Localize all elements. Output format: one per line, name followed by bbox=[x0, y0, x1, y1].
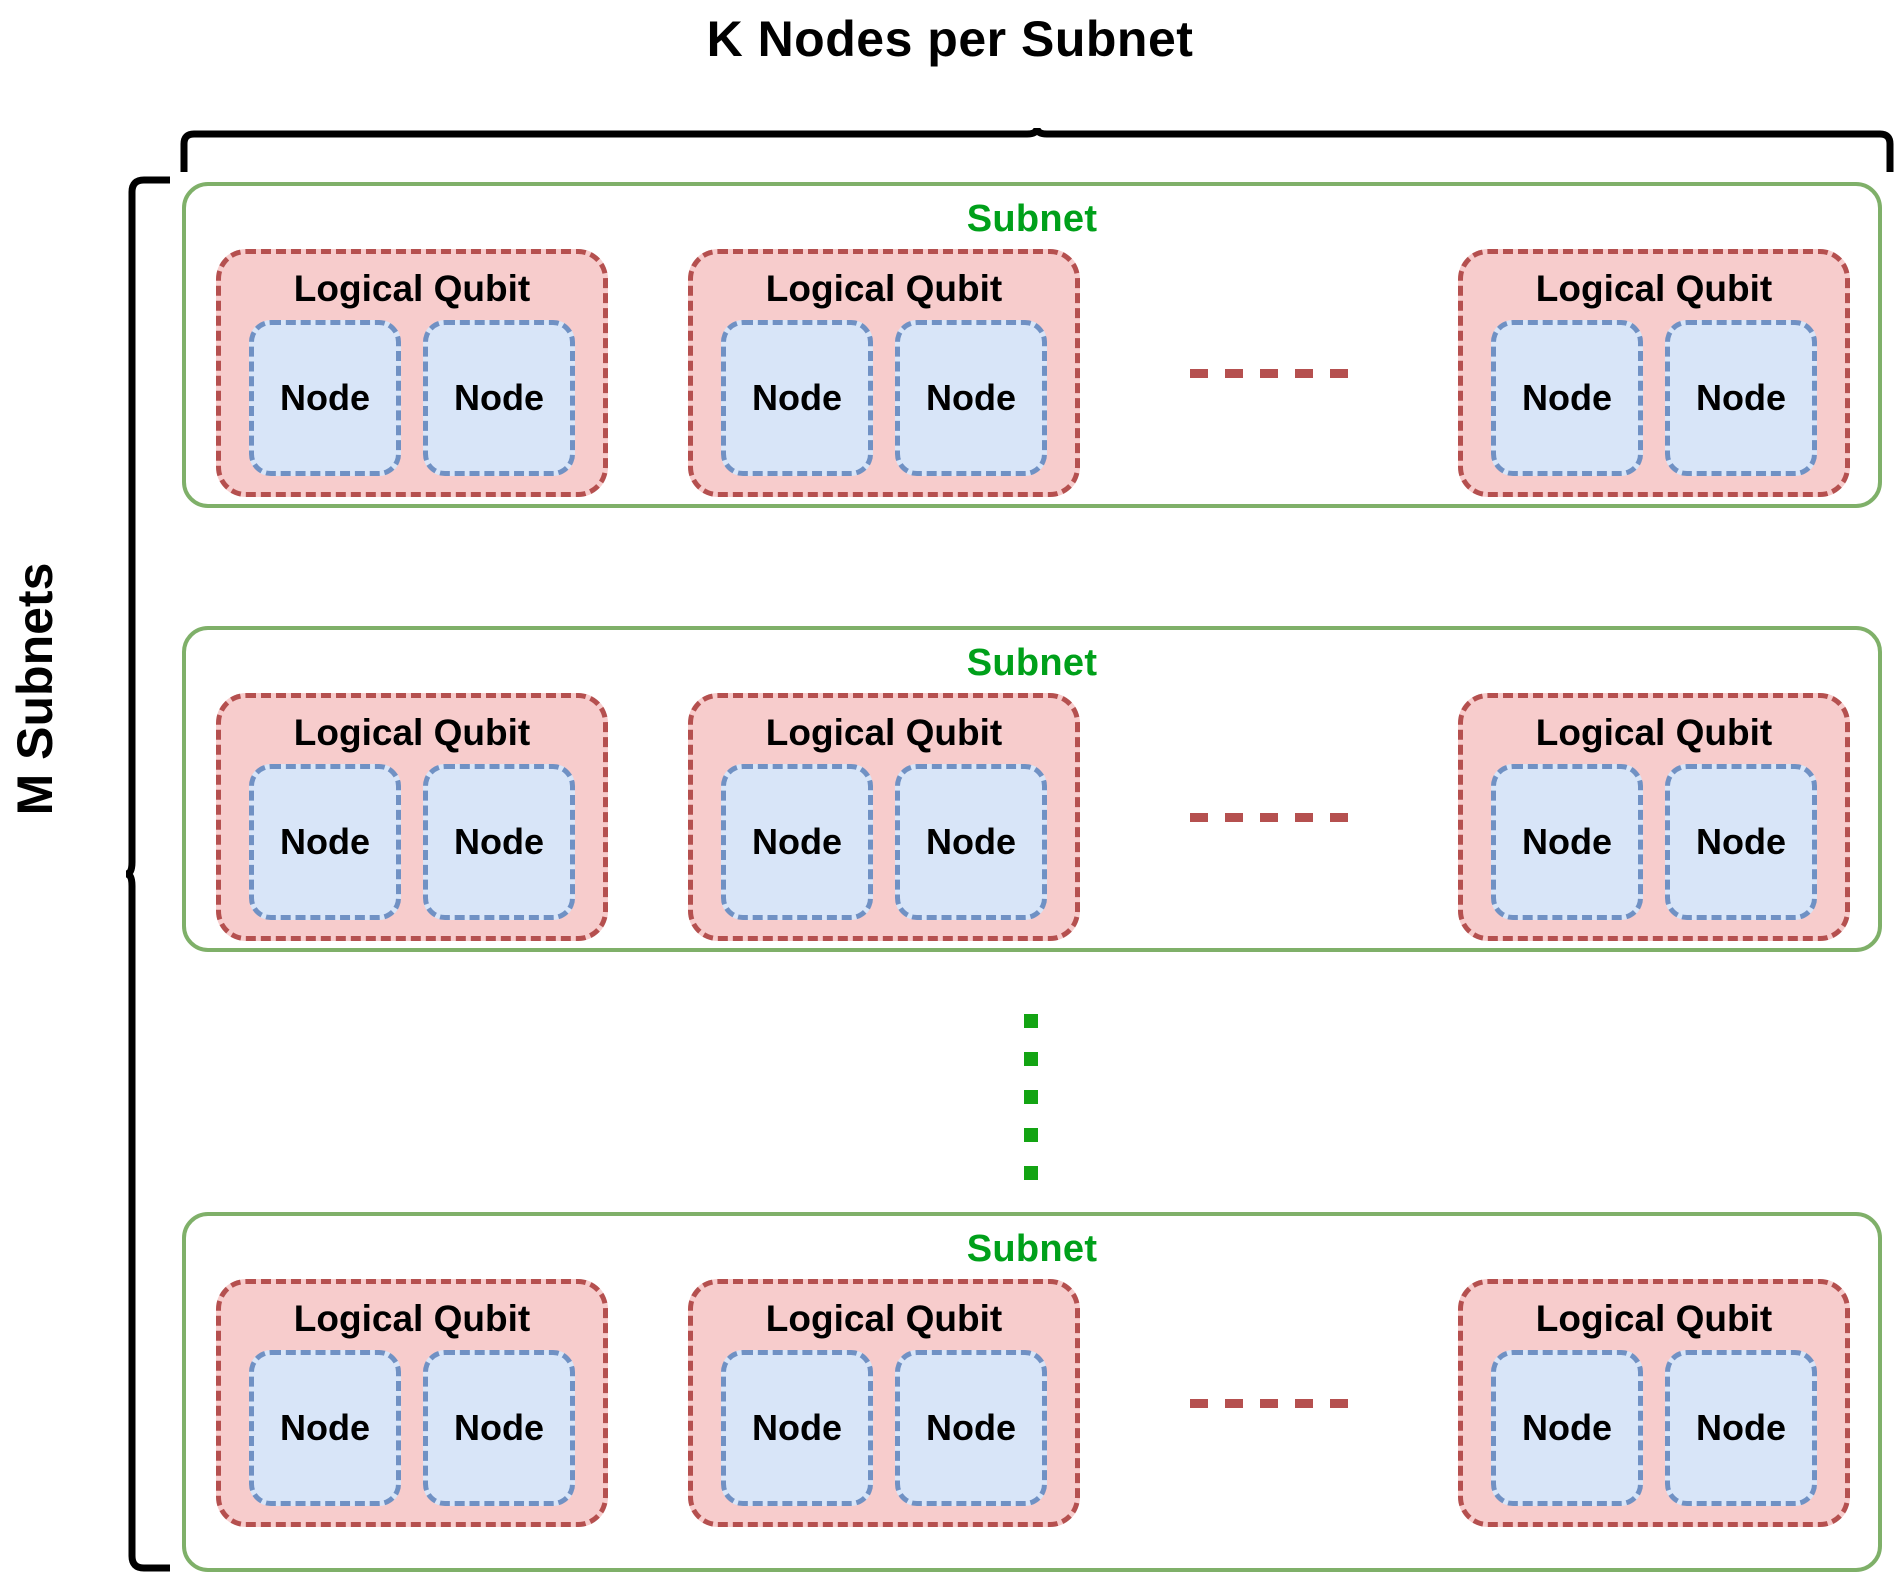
node-box: Node bbox=[1491, 320, 1643, 476]
logical-qubit-box: Logical Qubit Node Node bbox=[1458, 249, 1850, 497]
left-brace-icon bbox=[126, 176, 170, 1572]
node-box: Node bbox=[1665, 320, 1817, 476]
node-row: Node Node bbox=[221, 764, 603, 936]
logical-qubit-title: Logical Qubit bbox=[1535, 1298, 1773, 1339]
subnet-title: Subnet bbox=[966, 1228, 1098, 1270]
logical-qubit-box: Logical Qubit Node Node bbox=[216, 693, 608, 941]
subnet-row-2: Subnet Logical Qubit Node Node Logical Q… bbox=[182, 626, 1882, 952]
logical-qubit-title: Logical Qubit bbox=[765, 1298, 1003, 1339]
horizontal-ellipsis-icon bbox=[1190, 1398, 1348, 1408]
top-brace-icon bbox=[180, 128, 1894, 172]
node-box: Node bbox=[249, 1350, 401, 1506]
node-row: Node Node bbox=[693, 320, 1075, 492]
subnet-row-3: Subnet Logical Qubit Node Node Logical Q… bbox=[182, 1212, 1882, 1572]
vertical-ellipsis-icon bbox=[1024, 1014, 1038, 1180]
logical-qubit-box: Logical Qubit Node Node bbox=[688, 249, 1080, 497]
subnet-title: Subnet bbox=[966, 198, 1098, 240]
node-box: Node bbox=[249, 320, 401, 476]
node-box: Node bbox=[249, 764, 401, 920]
k-nodes-per-subnet-label: K Nodes per Subnet bbox=[706, 11, 1194, 67]
logical-qubit-box: Logical Qubit Node Node bbox=[688, 1279, 1080, 1527]
node-row: Node Node bbox=[221, 1350, 603, 1522]
horizontal-ellipsis-icon bbox=[1190, 368, 1348, 378]
logical-qubit-title: Logical Qubit bbox=[765, 268, 1003, 309]
logical-qubit-title: Logical Qubit bbox=[293, 1298, 531, 1339]
node-row: Node Node bbox=[693, 764, 1075, 936]
logical-qubit-box: Logical Qubit Node Node bbox=[1458, 1279, 1850, 1527]
node-row: Node Node bbox=[693, 1350, 1075, 1522]
horizontal-ellipsis-container bbox=[1080, 249, 1458, 497]
node-box: Node bbox=[895, 320, 1047, 476]
logical-qubit-box: Logical Qubit Node Node bbox=[1458, 693, 1850, 941]
node-row: Node Node bbox=[1463, 764, 1845, 936]
node-row: Node Node bbox=[1463, 320, 1845, 492]
logical-qubit-title: Logical Qubit bbox=[1535, 268, 1773, 309]
node-box: Node bbox=[423, 1350, 575, 1506]
logical-qubit-box: Logical Qubit Node Node bbox=[216, 249, 608, 497]
node-box: Node bbox=[1665, 1350, 1817, 1506]
node-box: Node bbox=[721, 1350, 873, 1506]
logical-qubit-box: Logical Qubit Node Node bbox=[216, 1279, 608, 1527]
node-box: Node bbox=[1491, 1350, 1643, 1506]
node-box: Node bbox=[895, 1350, 1047, 1506]
horizontal-ellipsis-icon bbox=[1190, 812, 1348, 822]
subnet-title: Subnet bbox=[966, 642, 1098, 684]
node-box: Node bbox=[423, 764, 575, 920]
horizontal-ellipsis-container bbox=[1080, 1279, 1458, 1527]
logical-qubit-title: Logical Qubit bbox=[293, 268, 531, 309]
m-subnets-label: M Subnets bbox=[7, 562, 63, 816]
node-box: Node bbox=[1665, 764, 1817, 920]
logical-qubit-title: Logical Qubit bbox=[1535, 712, 1773, 753]
node-row: Node Node bbox=[221, 320, 603, 492]
logical-qubit-title: Logical Qubit bbox=[293, 712, 531, 753]
horizontal-ellipsis-container bbox=[1080, 693, 1458, 941]
node-box: Node bbox=[895, 764, 1047, 920]
logical-qubit-box: Logical Qubit Node Node bbox=[688, 693, 1080, 941]
node-box: Node bbox=[721, 764, 873, 920]
logical-qubit-row: Logical Qubit Node Node Logical Qubit No… bbox=[186, 693, 1878, 945]
node-row: Node Node bbox=[1463, 1350, 1845, 1522]
node-box: Node bbox=[423, 320, 575, 476]
subnet-row-1: Subnet Logical Qubit Node Node Logical Q… bbox=[182, 182, 1882, 508]
node-box: Node bbox=[1491, 764, 1643, 920]
logical-qubit-title: Logical Qubit bbox=[765, 712, 1003, 753]
logical-qubit-row: Logical Qubit Node Node Logical Qubit No… bbox=[186, 1279, 1878, 1531]
logical-qubit-row: Logical Qubit Node Node Logical Qubit No… bbox=[186, 249, 1878, 501]
node-box: Node bbox=[721, 320, 873, 476]
